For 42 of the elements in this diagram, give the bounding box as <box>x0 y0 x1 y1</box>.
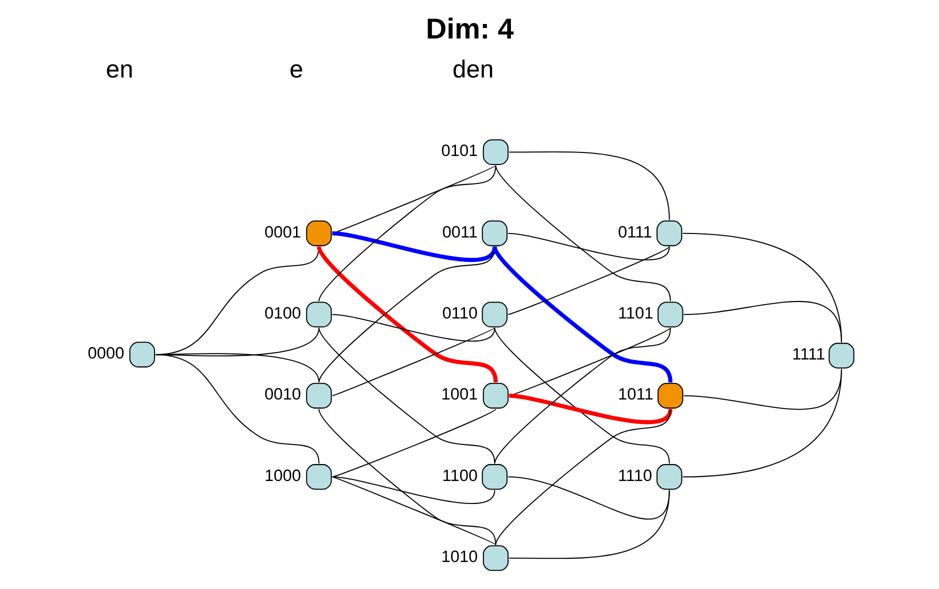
connector <box>495 409 671 545</box>
node-label: 1001 <box>441 386 478 404</box>
connector <box>509 490 670 559</box>
node-label: 1100 <box>442 466 478 485</box>
connector <box>508 476 670 520</box>
node-label: 1111 <box>792 346 826 364</box>
node-label: 1011 <box>618 386 654 404</box>
connector <box>682 232 842 342</box>
connector <box>156 354 320 464</box>
node-label: 0001 <box>264 223 302 242</box>
connector <box>332 327 495 396</box>
node-label: 1000 <box>264 466 302 485</box>
connector <box>318 408 496 545</box>
node-label: 1110 <box>618 466 652 485</box>
connector <box>682 368 842 478</box>
connector <box>495 165 671 302</box>
node-label: 0110 <box>442 304 478 322</box>
node-label: 0100 <box>264 304 302 322</box>
node-label: 0101 <box>441 142 478 160</box>
connector <box>332 231 497 262</box>
label: en <box>106 56 134 84</box>
connector <box>492 246 672 383</box>
node-label: 0010 <box>264 386 302 404</box>
connector <box>332 314 496 342</box>
label: e <box>289 56 304 84</box>
node-label: 0011 <box>442 223 478 242</box>
label: den <box>452 56 494 84</box>
connector <box>318 328 496 464</box>
connector <box>508 232 670 260</box>
node-label: 0000 <box>88 344 124 363</box>
node-label: 1010 <box>441 548 478 566</box>
connector <box>332 408 496 478</box>
connector <box>332 476 496 546</box>
connector <box>508 394 672 424</box>
connector <box>318 165 496 302</box>
connector <box>509 151 670 220</box>
connector <box>684 301 842 342</box>
connector <box>332 476 496 504</box>
connector <box>508 246 670 316</box>
node-label: 1101 <box>618 304 654 322</box>
diagram-title: Dim: 4 <box>426 14 514 46</box>
node-label: 0111 <box>618 223 652 242</box>
